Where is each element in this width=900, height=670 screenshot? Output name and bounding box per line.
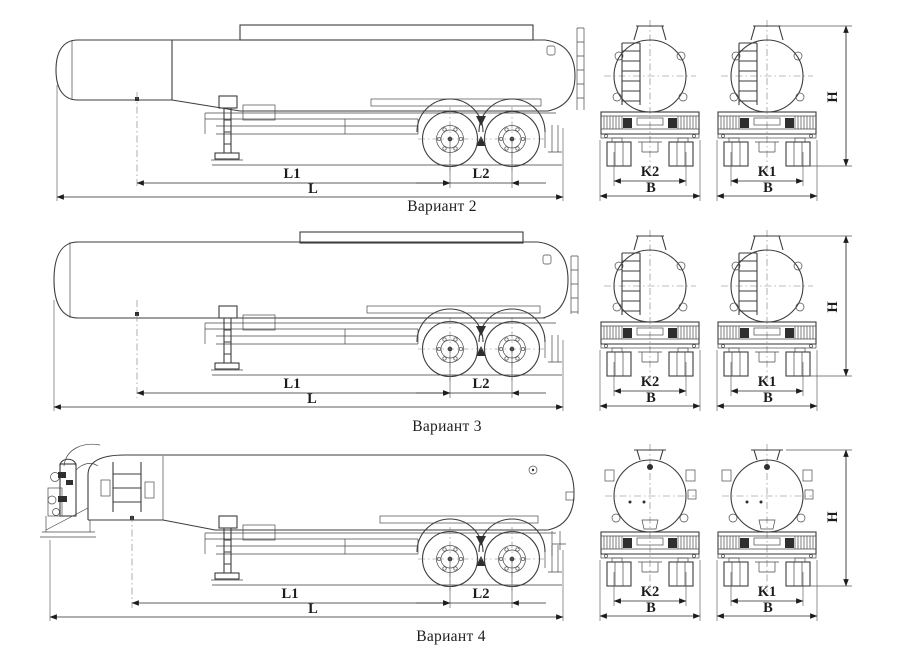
dim-label-l: L: [307, 391, 317, 407]
rear-ladder: [570, 255, 579, 314]
dim-label-l2: L2: [473, 376, 490, 392]
dim-label-l2: L2: [473, 166, 490, 182]
top-walkway: [299, 231, 524, 244]
breather-valve: [542, 254, 552, 265]
dim-label-l: L: [308, 181, 318, 197]
running-gear: [205, 96, 562, 171]
dim-label-h: H: [825, 91, 841, 103]
front-equipment: [40, 458, 99, 538]
grab-rail: [63, 443, 101, 467]
rear-ladder: [576, 27, 585, 110]
variant-3-side-view: [53, 231, 579, 381]
variant-3-row: L1 L2 L K2 B K1 B H Вариант 3: [53, 230, 852, 435]
dim-label-l2: L2: [473, 586, 490, 602]
variant-4-side-view: [40, 443, 575, 591]
variant-4-length-dimensions: L1 L2 L: [49, 515, 564, 621]
variant-4-caption: Вариант 4: [416, 628, 486, 645]
variant-3-end-views: K2 B K1 B H: [599, 230, 852, 411]
dim-label-b: B: [763, 600, 773, 616]
variant-2-row: L1 L2 L K2 B K1 B H Вариант 2: [55, 20, 852, 215]
dim-label-l1: L1: [284, 166, 301, 182]
rear-fitting: [565, 491, 575, 501]
variant-2-side-view: [55, 24, 585, 171]
breather-valve: [546, 45, 556, 56]
end-view-tank-face: [604, 449, 697, 533]
dim-label-l1: L1: [284, 376, 301, 392]
variant-3-caption: Вариант 3: [412, 418, 482, 435]
variant-2-end-views: K2 B K1 B H: [599, 20, 852, 201]
dim-label-k1: K1: [758, 164, 777, 180]
side-rail: [379, 515, 539, 524]
dim-label-h: H: [825, 511, 841, 523]
dim-label-k2: K2: [641, 584, 660, 600]
dim-label-k2: K2: [641, 374, 660, 390]
breather-valve: [528, 465, 538, 475]
dim-label-h: H: [825, 301, 841, 313]
dim-label-b: B: [763, 180, 773, 196]
running-gear: [205, 306, 562, 381]
dim-label-b: B: [646, 600, 656, 616]
variant-3-length-dimensions: L1 L2 L: [53, 300, 564, 411]
dim-label-k1: K1: [758, 374, 777, 390]
end-view-tank-face: [721, 449, 814, 533]
side-rail: [366, 305, 541, 314]
front-ladder: [100, 462, 155, 512]
running-gear: [205, 516, 562, 591]
variant-2-caption: Вариант 2: [407, 198, 477, 215]
variant-4-row: L1 L2 L K2 B K1 B H Вариант 4: [40, 443, 852, 645]
variant-4-end-views: K2 B K1 B H: [599, 444, 852, 621]
dim-label-b: B: [646, 390, 656, 406]
variant-2-length-dimensions: L1 L2 L: [56, 85, 564, 201]
dim-label-l1: L1: [282, 586, 299, 602]
top-walkway: [239, 24, 534, 41]
rear-steps: [551, 531, 566, 556]
dim-label-l: L: [308, 601, 318, 617]
dim-label-k2: K2: [641, 164, 660, 180]
dim-label-k1: K1: [758, 584, 777, 600]
dim-label-b: B: [646, 180, 656, 196]
dim-label-b: B: [763, 390, 773, 406]
